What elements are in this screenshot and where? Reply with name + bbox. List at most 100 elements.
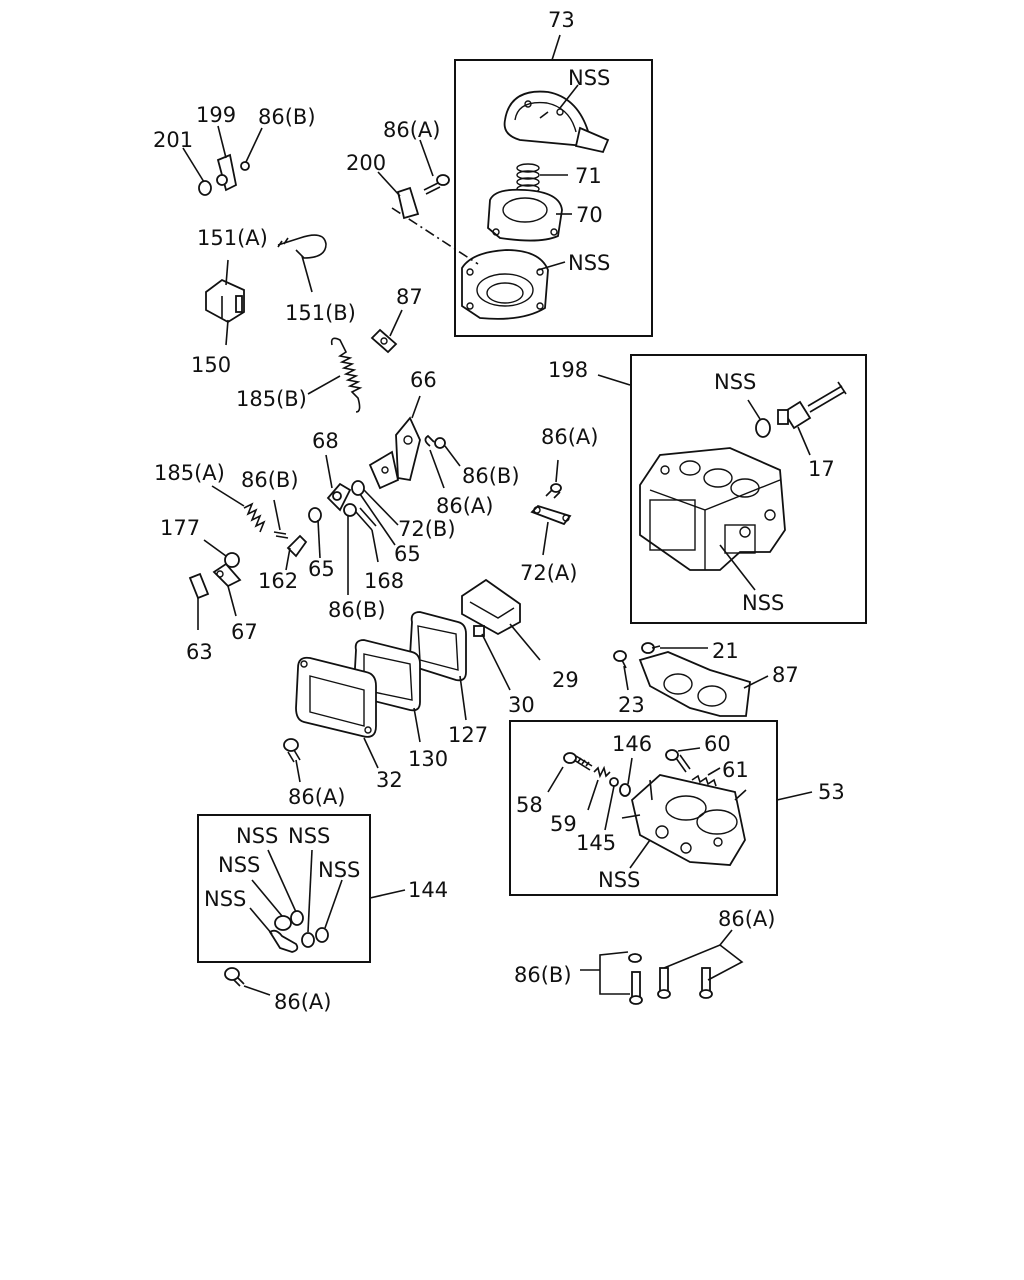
label-199: 199 [196,103,236,127]
label-86b-right: 86(B) [462,464,520,488]
lever-199-part [198,153,250,196]
label-144: 144 [408,878,448,902]
label-86b-br: 86(B) [514,963,572,987]
screw-21-part [641,642,661,654]
label-86a-right: 86(A) [541,425,598,449]
lever-68-part [326,482,352,512]
label-86b-top: 86(B) [258,105,316,129]
label-72b: 72(B) [398,517,456,541]
sensor-17-part [755,381,847,438]
ring-146-part [619,783,631,797]
screw-86a-top-part [423,174,450,195]
lever-63-67-part [188,562,242,600]
label-65a: 65 [308,557,335,581]
kit-parts [268,910,329,953]
spring-59-part [593,765,611,779]
group-198-box [597,354,867,624]
base-housing-part [461,249,549,320]
plate-70-part [487,188,563,242]
label-87-low: 87 [772,663,799,687]
label-nss-k5: NSS [204,887,246,911]
group-144-box [197,814,406,963]
screw-168-part [355,507,377,531]
spring-185a-part [243,502,266,533]
label-151b: 151(B) [285,301,356,325]
strap-151b-part [277,234,327,259]
label-21: 21 [712,639,739,663]
label-198: 198 [548,358,588,382]
clip-200-part [396,186,420,220]
label-66: 66 [410,368,437,392]
label-86a-top: 86(A) [383,118,440,142]
label-86b-left: 86(B) [241,468,299,492]
label-nss-k2: NSS [288,824,330,848]
spring-71-part [516,163,540,194]
label-72a: 72(A) [520,561,577,585]
screw-58-part [563,752,593,771]
label-86a-gasket: 86(A) [288,785,345,809]
label-201: 201 [153,128,193,152]
label-nss-sensor: NSS [714,370,756,394]
label-60: 60 [704,732,731,756]
carburetor-body-part [639,447,786,571]
label-177: 177 [160,516,200,540]
label-145: 145 [576,831,616,855]
label-185b: 185(B) [236,387,307,411]
label-87-top: 87 [396,285,423,309]
label-nss-cap: NSS [568,66,610,90]
screw-86b-right-part [545,483,562,499]
group-73-box [454,34,653,337]
label-86a-br: 86(A) [718,907,775,931]
label-130: 130 [408,747,448,771]
gasket-32-part [295,656,377,738]
label-59: 59 [550,812,577,836]
label-162: 162 [258,569,298,593]
connector-150-part [205,259,245,324]
label-150: 150 [191,353,231,377]
group-53-box [509,720,813,896]
label-nss-k4: NSS [318,858,360,882]
nut-177-part [224,552,240,568]
label-68: 68 [312,429,339,453]
screw-60-part [665,749,691,773]
label-58: 58 [516,793,543,817]
label-168: 168 [364,569,404,593]
label-63: 63 [186,640,213,664]
label-61: 61 [722,758,749,782]
label-nss-k3: NSS [218,853,260,877]
label-23: 23 [618,693,645,717]
label-86a-mid: 86(A) [436,494,493,518]
label-nss-throttle: NSS [598,868,640,892]
screw-86a-gasket-part [283,738,301,763]
screws-bottom-right-part [628,953,713,1005]
spring-185b-part [330,337,363,413]
label-30: 30 [508,693,535,717]
link-72a-part [530,504,572,526]
washers-65-72-part [308,480,365,523]
spring-61-part [691,774,717,787]
label-29: 29 [552,668,579,692]
bracket-66-part [368,416,421,490]
label-32: 32 [376,768,403,792]
label-nss-body: NSS [742,591,784,615]
actuator-29-part [461,578,521,637]
callout-labels: 73 NSS 71 70 NSS 199 86(B) 201 86(A) 200… [153,8,845,1014]
label-151a: 151(A) [197,226,268,250]
label-200: 200 [346,151,386,175]
label-nss-k1: NSS [236,824,278,848]
gasket-87-top-part [370,328,398,354]
throttle-body-part [621,774,747,866]
label-86a-kit: 86(A) [274,990,331,1014]
label-17: 17 [808,457,835,481]
gasket-87-low-part [638,651,751,717]
clips-86-mid-part [424,434,446,449]
cover-plate-part [503,90,610,154]
washer-145-part [609,777,619,787]
label-73: 73 [548,8,575,32]
label-65b: 65 [394,542,421,566]
label-146: 146 [612,732,652,756]
label-67: 67 [231,620,258,644]
label-127: 127 [448,723,488,747]
label-71: 71 [575,164,602,188]
